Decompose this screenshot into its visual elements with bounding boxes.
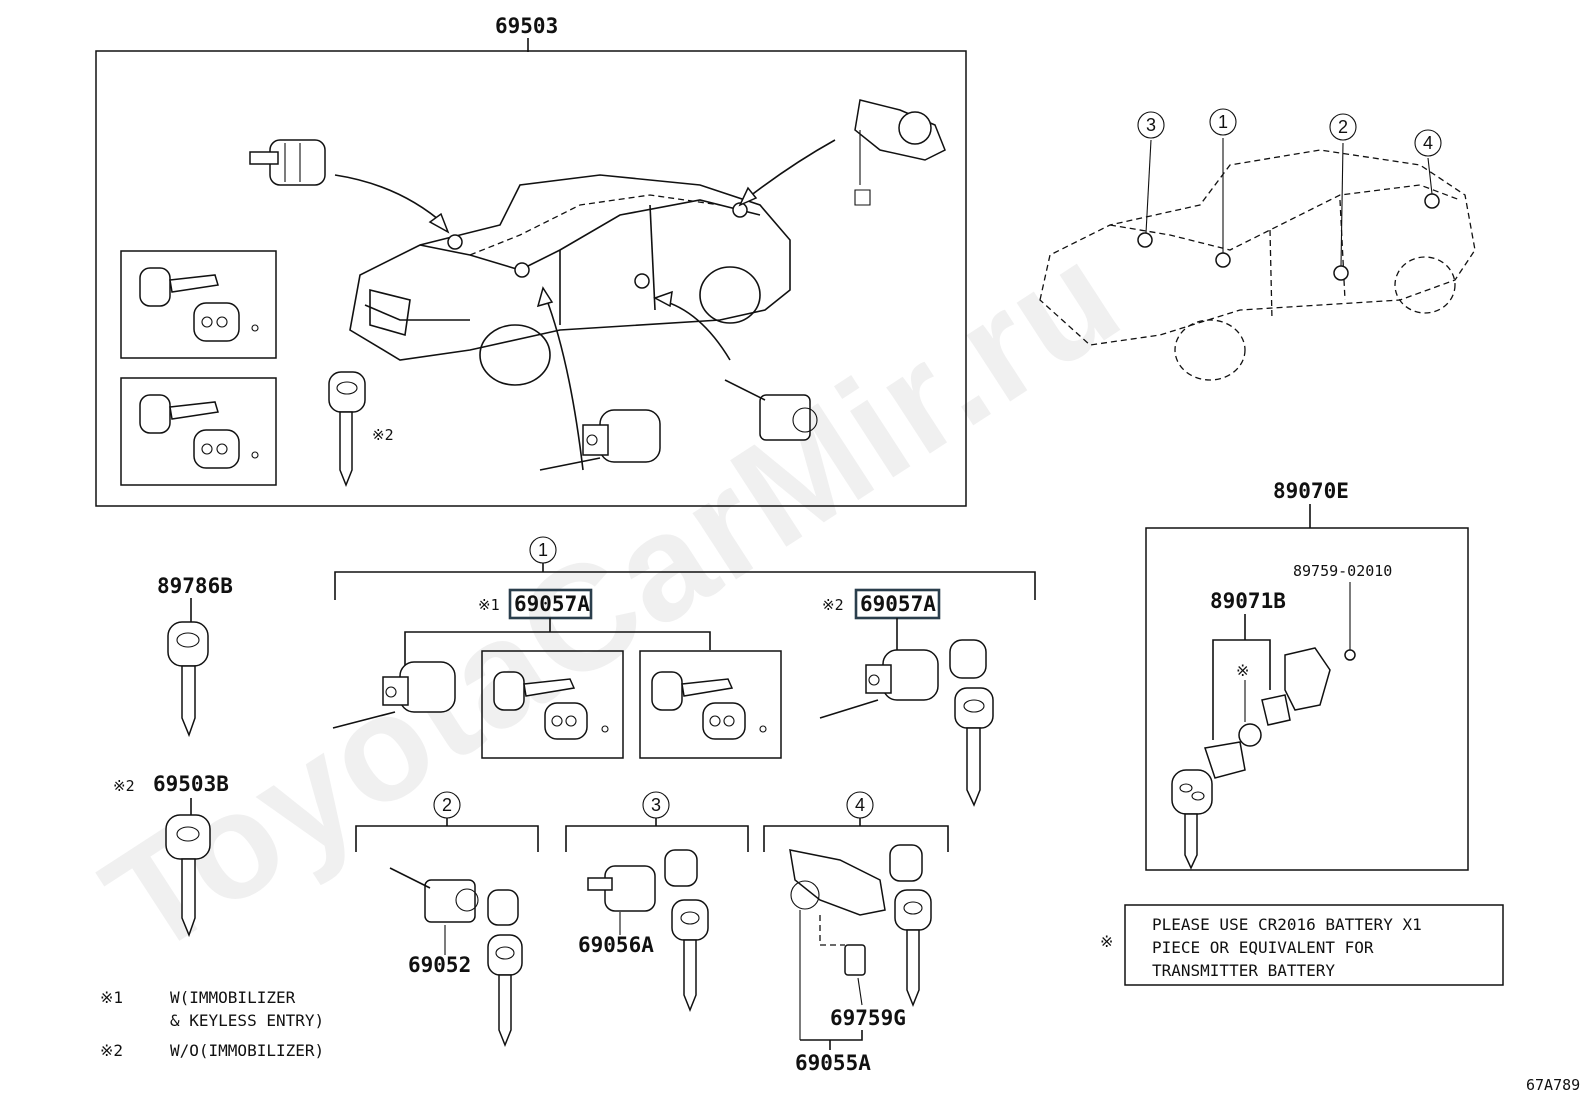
part-69056A-label[interactable]: 69056A xyxy=(578,933,654,957)
luggage-compartment-lock-set xyxy=(789,844,932,1040)
part-69057A-1-label[interactable]: 69057A xyxy=(514,592,590,616)
callout-3-text: 3 xyxy=(1146,115,1156,135)
part-89759-label[interactable]: 89759-02010 xyxy=(1293,562,1392,580)
luggage-cylinder-set xyxy=(587,849,709,1013)
assembly-69503: 69503 xyxy=(95,14,967,507)
luggage-lock-icon xyxy=(854,99,946,206)
group-4-callout-text: 4 xyxy=(855,795,865,815)
ref-mark-1: ※1 xyxy=(478,596,500,614)
group-2: 2 69052 xyxy=(355,791,539,1048)
part-89070E-label[interactable]: 89070E xyxy=(1273,479,1349,503)
door-lock-cylinder-set xyxy=(389,867,523,1048)
legend-line-1b: & KEYLESS ENTRY) xyxy=(170,1011,324,1030)
transmitter-box xyxy=(1145,527,1469,871)
part-89071B-label[interactable]: 89071B xyxy=(1210,589,1286,613)
part-89786B-label[interactable]: 89786B xyxy=(157,574,233,598)
legend-mark-2: ※2 xyxy=(100,1041,123,1060)
ignition-cylinder-set-2 xyxy=(819,639,994,807)
key-icon xyxy=(328,371,366,488)
key-89786B: 89786B xyxy=(157,574,233,738)
ignition-cylinder-set-1 xyxy=(332,661,456,729)
part-69052-label[interactable]: 69052 xyxy=(408,953,471,977)
callout-2-text: 2 xyxy=(1338,117,1348,137)
callout-4[interactable] xyxy=(1414,129,1442,157)
group-4: 4 69759G 69055A xyxy=(763,791,949,1075)
part-69759G-label[interactable]: 69759G xyxy=(830,1006,906,1030)
battery-icon xyxy=(1238,723,1262,747)
key-set-box-3 xyxy=(481,650,624,759)
ref-mark-2c: ※2 xyxy=(822,596,844,614)
battery-ref-mark: ※ xyxy=(1236,661,1249,680)
callout-1-text: 1 xyxy=(1218,112,1228,132)
battery-note-line-2: PIECE OR EQUIVALENT FOR xyxy=(1152,938,1374,957)
legend-line-2: W/O(IMMOBILIZER) xyxy=(170,1041,324,1060)
callout-2[interactable] xyxy=(1329,113,1357,141)
legend-line-1a: W(IMMOBILIZER xyxy=(170,988,296,1007)
callout-4-text: 4 xyxy=(1423,133,1433,153)
transmitter-assembly-89070E: 89070E 89759-02010 89071B ※ xyxy=(1145,479,1469,871)
key-set-box-2 xyxy=(120,377,277,486)
battery-note: ※ PLEASE USE CR2016 BATTERY X1 PIECE OR … xyxy=(1100,904,1504,986)
key-69503B: ※2 69503B xyxy=(113,772,229,938)
ignition-cylinder-icon xyxy=(539,409,661,471)
group-2-callout-text: 2 xyxy=(442,795,452,815)
ref-mark-2b: ※2 xyxy=(113,777,135,795)
location-4 xyxy=(1424,193,1440,209)
car-illustration-right: 3 1 2 4 xyxy=(1039,108,1476,381)
part-69503-label[interactable]: 69503 xyxy=(495,14,558,38)
battery-note-box xyxy=(1124,904,1504,986)
location-3 xyxy=(1137,232,1153,248)
battery-note-line-3: TRANSMITTER BATTERY xyxy=(1152,961,1335,980)
battery-note-mark: ※ xyxy=(1100,932,1113,951)
location-1 xyxy=(1215,252,1231,268)
part-69503B-label[interactable]: 69503B xyxy=(153,772,229,796)
battery-note-line-1: PLEASE USE CR2016 BATTERY X1 xyxy=(1152,915,1422,934)
assembly-box xyxy=(95,50,967,507)
legend: ※1 W(IMMOBILIZER & KEYLESS ENTRY) ※2 W/O… xyxy=(100,988,324,1060)
part-69057A-2-label[interactable]: 69057A xyxy=(860,592,936,616)
group-3: 3 69056A xyxy=(565,791,749,1013)
door-lock-actuator-icon xyxy=(724,379,818,441)
group-1: 1 ※1 69057A xyxy=(332,536,1036,807)
screw-icon xyxy=(1344,649,1356,661)
door-lock-cylinder-icon xyxy=(249,139,326,186)
ref-mark-2: ※2 xyxy=(372,426,394,444)
callout-1[interactable] xyxy=(1209,108,1237,136)
group-1-callout-text: 1 xyxy=(538,540,548,560)
transmitter-case-icon xyxy=(1204,647,1331,779)
callout-3[interactable] xyxy=(1137,111,1165,139)
location-2 xyxy=(1333,265,1349,281)
part-69055A-label[interactable]: 69055A xyxy=(795,1051,871,1075)
group-3-callout-text: 3 xyxy=(651,795,661,815)
car-illustration-left xyxy=(334,139,836,471)
key-set-box-4 xyxy=(639,650,782,759)
legend-mark-1: ※1 xyxy=(100,988,123,1007)
key-set-box-1 xyxy=(120,250,277,359)
figure-code: 67A789 xyxy=(1526,1076,1580,1094)
transmitter-key-icon xyxy=(1171,769,1213,870)
